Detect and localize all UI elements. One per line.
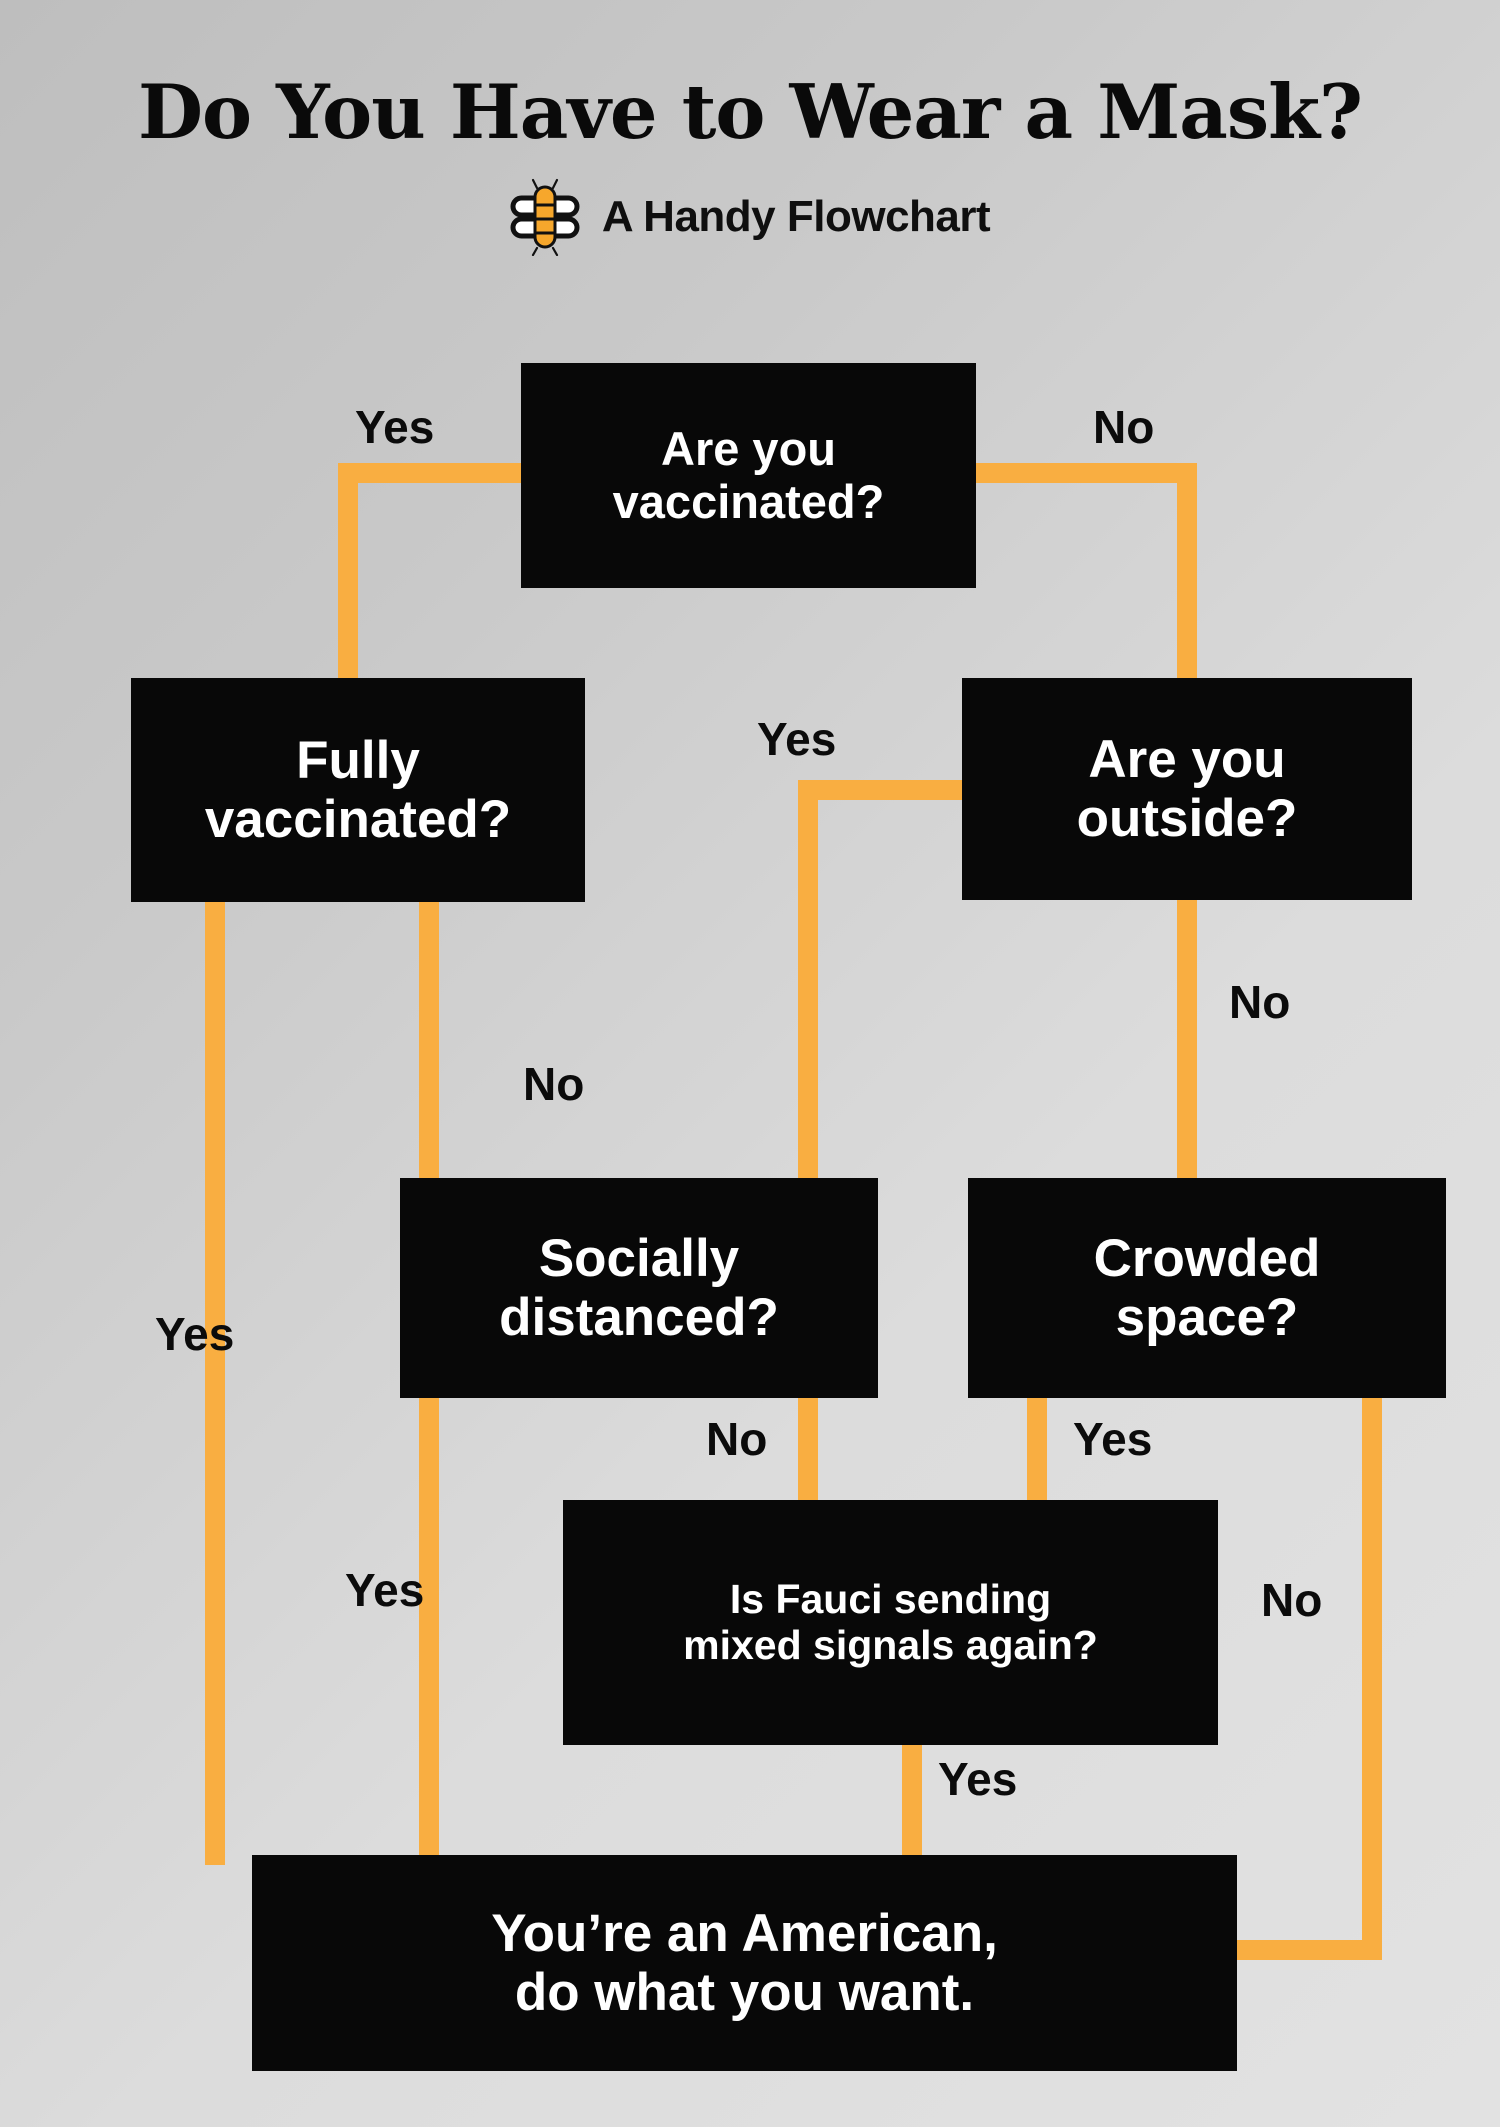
edge-label-vaccinated-yes: Yes	[355, 401, 435, 453]
page-title: Do You Have to Wear a Mask?	[137, 68, 1363, 156]
subtitle-row: A Handy Flowchart	[0, 178, 1500, 256]
node-socially-distanced[interactable]: Socially distanced?	[400, 1178, 878, 1398]
node-fauci-mixed-signals[interactable]: Is Fauci sending mixed signals again?	[563, 1500, 1218, 1745]
edge-label-socially-no: No	[706, 1413, 768, 1465]
edge-label-fully-no: No	[523, 1058, 585, 1110]
edge-label-crowded-no: No	[1261, 1574, 1323, 1626]
page-header: Do You Have to Wear a Mask? A Handy Flow…	[0, 0, 1500, 256]
edge-label-crowded-yes: Yes	[1073, 1413, 1153, 1465]
page-subtitle: A Handy Flowchart	[601, 192, 991, 241]
node-fully-vaccinated[interactable]: Fully vaccinated?	[131, 678, 585, 902]
node-are-you-vaccinated[interactable]: Are you vaccinated?	[521, 363, 976, 588]
edge-label-fauci-yes: Yes	[938, 1753, 1018, 1805]
node-youre-an-american[interactable]: You’re an American, do what you want.	[252, 1855, 1237, 2071]
edge-label-outside-yes: Yes	[757, 713, 837, 765]
edge-label-socially-yes: Yes	[345, 1564, 425, 1616]
edge-label-fully-yes: Yes	[155, 1308, 235, 1360]
edge-label-outside-no: No	[1229, 976, 1291, 1028]
edge-label-vaccinated-no: No	[1093, 401, 1155, 453]
node-are-you-outside[interactable]: Are you outside?	[962, 678, 1412, 900]
node-crowded-space[interactable]: Crowded space?	[968, 1178, 1446, 1398]
bee-icon	[510, 178, 580, 256]
